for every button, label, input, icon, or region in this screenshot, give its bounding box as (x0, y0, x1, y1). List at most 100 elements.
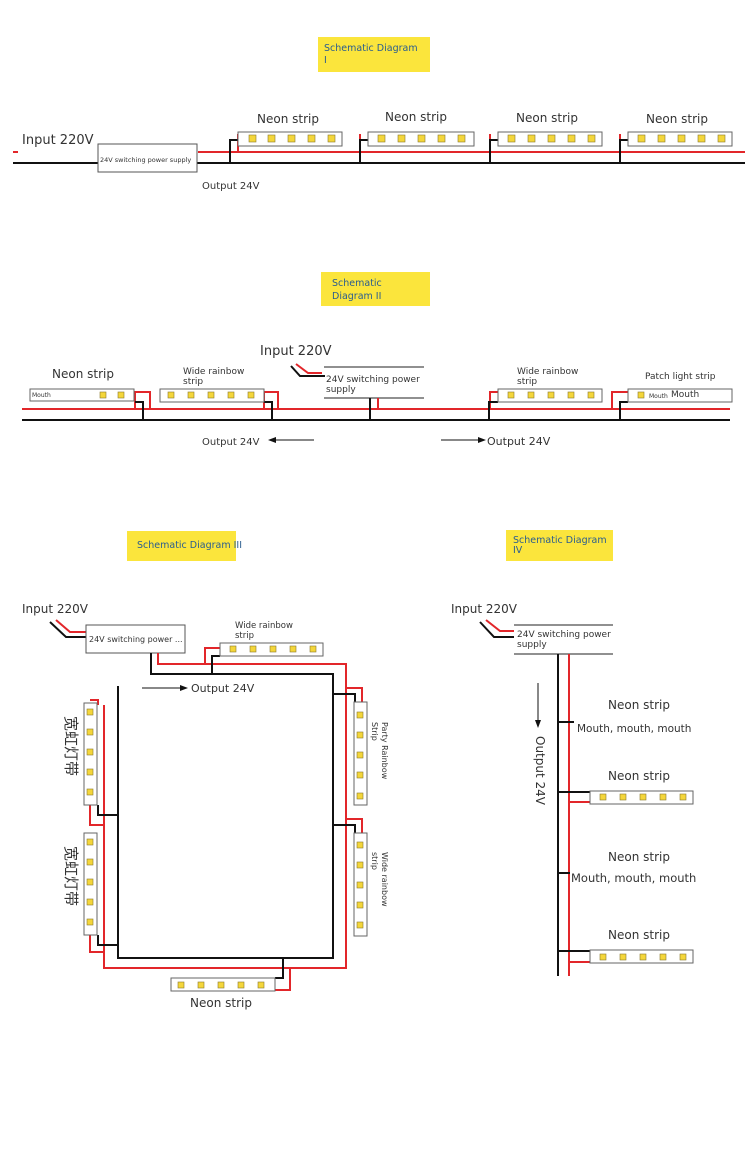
diagram-2: Schematic Diagram II Mouth Neon strip Wi… (22, 272, 733, 448)
black-link-party (333, 693, 356, 702)
red-link-wide (346, 818, 363, 833)
psu-label: 24V switching power (326, 375, 420, 385)
arrow-left-head (268, 437, 276, 443)
arrow-right-head (478, 437, 486, 443)
wide-top-label: Wide rainbow (235, 621, 293, 631)
wide-b-label: Wide rainbow (517, 367, 578, 377)
black-link-bottom (275, 958, 284, 979)
red-drop-c (489, 391, 498, 409)
patch-mouth-small: Mouth (649, 393, 668, 400)
led-chips (99, 391, 645, 399)
psu-input-black (479, 621, 514, 638)
wide-b-label-2: strip (517, 377, 537, 387)
psu-label: 24V switching power supply (100, 156, 191, 164)
diagram-4: Schematic Diagram IV Input 220V 24V swit… (451, 530, 696, 976)
red-drop-d (611, 391, 628, 409)
wide-right-label: Wide rainbow (380, 852, 389, 907)
diagram-1-title-box (318, 37, 430, 72)
output-label: Output 24V (202, 181, 260, 192)
neon-label-3: Neon strip (608, 850, 670, 864)
led-chips (86, 645, 364, 989)
black-drop-b (264, 401, 273, 420)
output-arrow-head (180, 685, 188, 691)
psu-label-2: supply (326, 385, 356, 395)
strip-label: Neon strip (516, 111, 578, 125)
neon-label: Neon strip (190, 996, 252, 1010)
red-link-left2 (89, 935, 104, 953)
chinese-label-1: 宽虹灯带 (62, 716, 80, 776)
neon-label-4: Neon strip (608, 928, 670, 942)
wide-right-label-2: strip (370, 852, 379, 870)
patch-light-strip (627, 388, 733, 403)
input-label: Input 220V (260, 344, 332, 359)
output-arrow-head (535, 720, 541, 728)
black-drop-a (135, 401, 144, 420)
input-label: Input 220V (22, 602, 89, 616)
psu-box (85, 624, 186, 654)
mouth-label-1: Mouth, mouth, mouth (577, 723, 691, 735)
red-link-party (346, 687, 363, 702)
input-label: Input 220V (451, 602, 518, 616)
neon-label-2: Neon strip (608, 769, 670, 783)
strip-label: Neon strip (385, 110, 447, 124)
diagram-4-title-numeral: IV (513, 545, 523, 556)
mouth-label-2: Mouth, mouth, mouth (571, 871, 696, 885)
diagram-3-title: Schematic Diagram III (137, 540, 242, 551)
wide-a-label-2: strip (183, 377, 203, 387)
patch-mouth: Mouth (671, 390, 699, 400)
red-link-1a (232, 134, 239, 153)
diagram-2-title-box (321, 272, 430, 306)
red-link-bottom (275, 968, 291, 991)
led-chips (599, 793, 687, 961)
neon-strip-label: Neon strip (52, 367, 114, 381)
psu-label: 24V switching power (517, 630, 611, 640)
red-loop (103, 653, 347, 969)
psu-box (97, 143, 198, 173)
diagram-2-title: Schematic (332, 278, 382, 289)
red-link-top (204, 647, 220, 664)
black-link-wide (333, 824, 356, 833)
diagram-3: Schematic Diagram III Input 220V 24V swi… (22, 531, 389, 1010)
psu-input-red (55, 619, 86, 633)
psu-input-red (485, 619, 514, 632)
party-label-2: Strip (370, 722, 379, 741)
neon-label-1: Neon strip (608, 698, 670, 712)
psu-input-black (49, 621, 86, 638)
party-label: Party Rainbow (380, 722, 389, 780)
patch-label: Patch light strip (645, 372, 716, 382)
red-link-left1 (89, 805, 104, 826)
diagram-3-title-box (127, 531, 236, 561)
black-link-1 (359, 139, 368, 163)
psu-input-black (290, 365, 325, 377)
diagram-2-title-numeral: Diagram II (332, 291, 381, 302)
led-chips (248, 134, 726, 143)
diagram-1: Schematic Diagram I 24V switching power … (13, 37, 745, 192)
chinese-label-2: 宽虹灯带 (62, 846, 80, 906)
red-drop-a (134, 391, 151, 409)
diagram-1-title-numeral: I (324, 55, 327, 66)
psu-label: 24V switching power ... (89, 635, 183, 644)
black-link-3 (619, 139, 628, 163)
black-drop-d (619, 401, 628, 420)
output-label: Output 24V (191, 682, 255, 695)
neon-strip (29, 388, 135, 402)
wide-top-label-2: strip (235, 631, 254, 641)
neon-strip-3: Neon strip (497, 111, 603, 147)
input-label: Input 220V (22, 133, 94, 148)
wide-a-label: Wide rainbow (183, 367, 244, 377)
diagram-4-title-box (506, 530, 613, 561)
black-link-left1 (97, 805, 118, 816)
black-loop (117, 653, 334, 959)
output-left-label: Output 24V (202, 437, 260, 448)
psu-input-red (295, 363, 322, 374)
mouth-small-label: Mouth (32, 392, 51, 399)
black-link-2 (489, 139, 498, 163)
diagram-1-title: Schematic Diagram (324, 43, 418, 54)
red-top-left (90, 699, 99, 705)
black-drop-c (488, 401, 498, 420)
strip-label: Neon strip (646, 112, 708, 126)
black-link-top (211, 655, 220, 674)
output-right-label: Output 24V (487, 435, 551, 448)
output-label: Output 24V (533, 736, 547, 806)
